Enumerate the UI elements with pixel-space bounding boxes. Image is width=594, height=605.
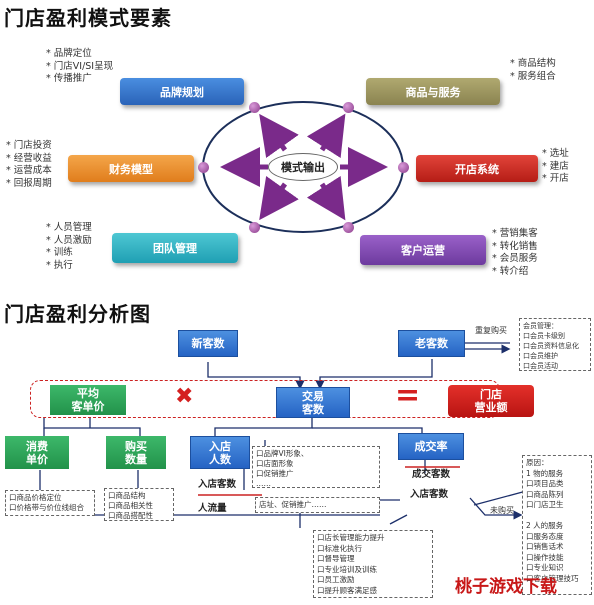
old-customers-box: 老客数 <box>398 330 465 357</box>
multiply-sign: ✖ <box>175 384 194 409</box>
node-dot <box>343 102 354 113</box>
new-customers-box: 新客数 <box>178 330 238 357</box>
finance-model-box: 财务模型 <box>68 155 194 182</box>
watermark-logo: 桃子游戏下载 <box>455 577 557 597</box>
buy-quantity-box: 购买 数量 <box>106 436 166 469</box>
section1-title: 门店盈利模式要素 <box>4 6 172 30</box>
node-dot <box>249 102 260 113</box>
brand-bullets: * 品牌定位 * 门店VI/SI呈现 * 传播推广 <box>46 48 114 84</box>
node-dot <box>398 162 409 173</box>
transactions-box: 交易 客数 <box>276 387 350 418</box>
customer-bullets: * 营销集客 * 转化销售 * 会员服务 * 转介绍 <box>492 228 538 277</box>
reason-note: 原因： 1 物的服务 口项目品类 口商品陈列 口门店卫生 2 人的服务 口服务态… <box>522 455 592 595</box>
customer-ops-box: 客户运营 <box>360 235 486 265</box>
enter-count-label-2: 入店客数 <box>410 489 449 500</box>
opening-bullets: * 选址 * 建店 * 开店 <box>542 148 569 184</box>
store-revenue-box: 门店 营业额 <box>448 385 534 417</box>
section2-title: 门店盈利分析图 <box>4 302 151 326</box>
quantity-note: 口商品结构 口商品相关性 口商品搭配性 <box>104 488 174 521</box>
node-dot <box>343 222 354 233</box>
traffic-note: 店址、促销推广…… <box>255 497 380 513</box>
traffic-label: 人流量 <box>198 503 227 514</box>
product-service-box: 商品与服务 <box>366 78 500 105</box>
node-dot <box>249 222 260 233</box>
brand-planning-box: 品牌规划 <box>120 78 244 105</box>
conversion-rate-box: 成交率 <box>398 433 464 460</box>
no-purchase-label: 未购买 <box>490 506 514 515</box>
node-dot <box>198 162 209 173</box>
deal-count-label: 成交客数 <box>412 469 451 480</box>
model-output-center: 模式输出 <box>268 153 338 181</box>
management-note: 口店长管理能力提升 口标准化执行 口督导管理 口专业培训及训练 口员工激励 口提… <box>313 530 433 598</box>
avg-ticket-box: 平均 客单价 <box>50 385 126 415</box>
member-management-note: 会员管理： 口会员卡级别 口会员资料信息化 口会员维护 口会员活动 <box>519 318 591 371</box>
price-note: 口商品价格定位 口价格带与价位线组合 <box>5 490 95 516</box>
team-management-box: 团队管理 <box>112 233 238 263</box>
entering-people-box: 入店 人数 <box>190 436 250 469</box>
team-bullets: * 人员管理 * 人员激励 * 训练 * 执行 <box>46 222 92 271</box>
finance-bullets: * 门店投资 * 经营收益 * 运营成本 * 回报周期 <box>6 140 52 189</box>
consume-price-box: 消费 单价 <box>5 436 69 469</box>
product-bullets: * 商品结构 * 服务组合 <box>510 58 556 82</box>
equals-sign: = <box>395 378 421 413</box>
repeat-purchase-label: 重复购买 <box>475 326 507 335</box>
enter-count-label: 入店客数 <box>198 479 237 490</box>
brand-image-note: 口品牌VI形象、 口店面形象 口促销推广 …… <box>252 446 380 488</box>
opening-system-box: 开店系统 <box>416 155 538 182</box>
